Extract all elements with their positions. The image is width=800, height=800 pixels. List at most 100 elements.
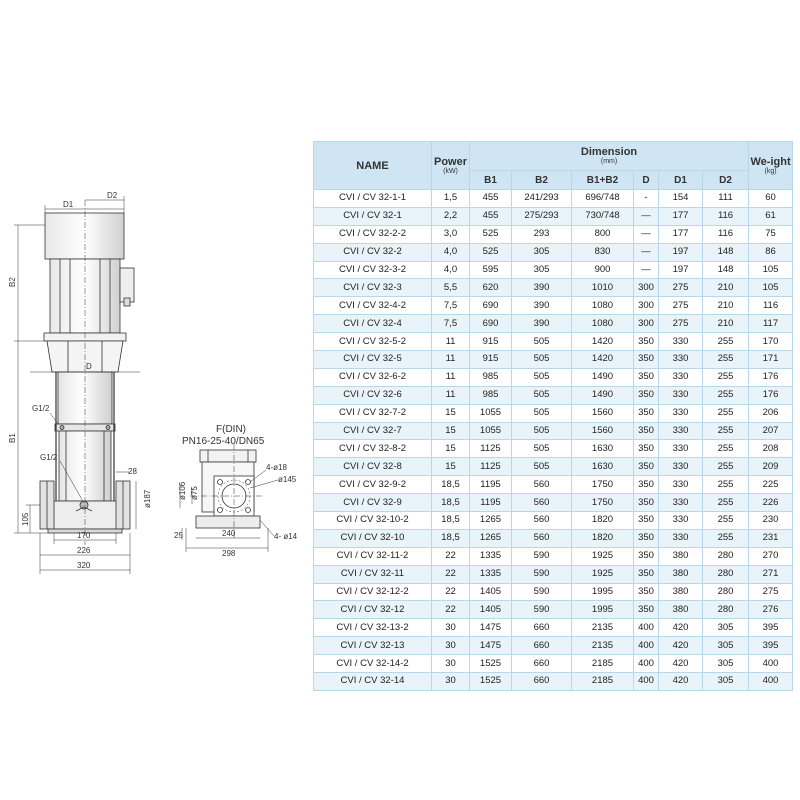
motor-cap [44,212,125,260]
table-cell: 420 [658,636,703,656]
table-cell: 30 [431,654,470,674]
table-cell: 1420 [571,332,634,352]
table-cell: 455 [469,189,512,208]
table-cell: 210 [701,296,750,316]
table-cell: 690 [469,314,512,334]
table-cell: 275 [658,314,703,334]
model-name-cell: CVI / CV 32-10-2 [313,511,432,530]
label-106: ø106 [178,481,187,500]
table-cell: 390 [511,314,572,334]
table-cell: 30 [431,672,470,691]
table-cell: 560 [511,475,572,495]
terminal-box [119,267,135,303]
table-cell: 2135 [571,636,634,656]
table-cell: — [633,260,659,280]
table-cell: 505 [511,457,572,477]
label-226: 226 [77,546,91,555]
table-cell: 1820 [571,528,634,548]
label-4x18: 4-ø18 [266,463,287,472]
table-cell: 4,0 [431,242,470,262]
table-cell: — [633,224,659,244]
label-d2: D2 [107,191,118,200]
table-cell: 350 [633,475,659,495]
table-cell: 270 [748,546,794,566]
table-cell: 350 [633,493,659,513]
header-d: D [633,170,659,190]
table-cell: 225 [748,475,794,495]
table-cell: 390 [511,278,572,298]
table-cell: 350 [633,439,659,459]
label-145: ø145 [278,475,297,484]
label-25: 25 [174,531,183,540]
table-cell: 300 [633,314,659,334]
table-cell: 30 [431,618,470,638]
table-cell: 590 [511,564,572,584]
model-name-cell: CVI / CV 32-2 [313,242,432,262]
table-cell: 400 [748,654,794,674]
table-cell: 350 [633,600,659,620]
table-cell: 505 [511,403,572,423]
label-d1: D1 [63,200,74,209]
table-cell: 15 [431,457,470,477]
table-cell: 305 [701,636,750,656]
table-cell: 1010 [571,278,634,298]
table-cell: 350 [633,332,659,352]
model-name-cell: CVI / CV 32-9-2 [313,475,432,495]
table-cell: 148 [701,260,750,280]
table-cell: 420 [658,654,703,674]
table-cell: 690 [469,296,512,316]
table-cell: 1630 [571,439,634,459]
table-cell: 505 [511,350,572,369]
table-cell: 1925 [571,546,634,566]
table-cell: 1420 [571,350,634,369]
table-cell: 86 [748,242,794,262]
table-cell: 1405 [469,600,512,620]
table-cell: 197 [658,242,703,262]
table-cell: 1630 [571,457,634,477]
model-name-cell: CVI / CV 32-11 [313,564,432,584]
table-cell: 255 [701,421,750,441]
label-b1: B1 [8,433,17,443]
table-cell: 305 [701,672,750,691]
table-cell: 7,5 [431,296,470,316]
model-name-cell: CVI / CV 32-8-2 [313,439,432,459]
header-b2: B2 [511,170,572,190]
table-cell: 505 [511,385,572,405]
table-cell: 5,5 [431,278,470,298]
table-cell: 230 [748,511,794,530]
table-cell: 560 [511,493,572,513]
table-cell: 275/293 [511,206,572,226]
table-cell: 400 [748,672,794,691]
table-cell: 275 [658,278,703,298]
table-cell: 350 [633,367,659,387]
model-name-cell: CVI / CV 32-3-2 [313,260,432,280]
table-cell: 1195 [469,493,512,513]
table-cell: 330 [658,457,703,477]
table-cell: 210 [701,314,750,334]
table-cell: 293 [511,224,572,244]
table-cell: 271 [748,564,794,584]
table-cell: 22 [431,564,470,584]
table-cell: 1335 [469,564,512,584]
table-cell: 280 [701,582,750,602]
label-g12-bottom: G1/2 [40,453,58,462]
table-cell: 2135 [571,618,634,638]
table-cell: 117 [748,314,794,334]
model-name-cell: CVI / CV 32-9 [313,493,432,513]
table-cell: 915 [469,350,512,369]
table-cell: 255 [701,475,750,495]
table-cell: 18,5 [431,528,470,548]
table-cell: 276 [748,600,794,620]
label-d: D [86,362,92,371]
model-name-cell: CVI / CV 32-8 [313,457,432,477]
table-cell: 1525 [469,672,512,691]
table-cell: 111 [701,189,750,208]
